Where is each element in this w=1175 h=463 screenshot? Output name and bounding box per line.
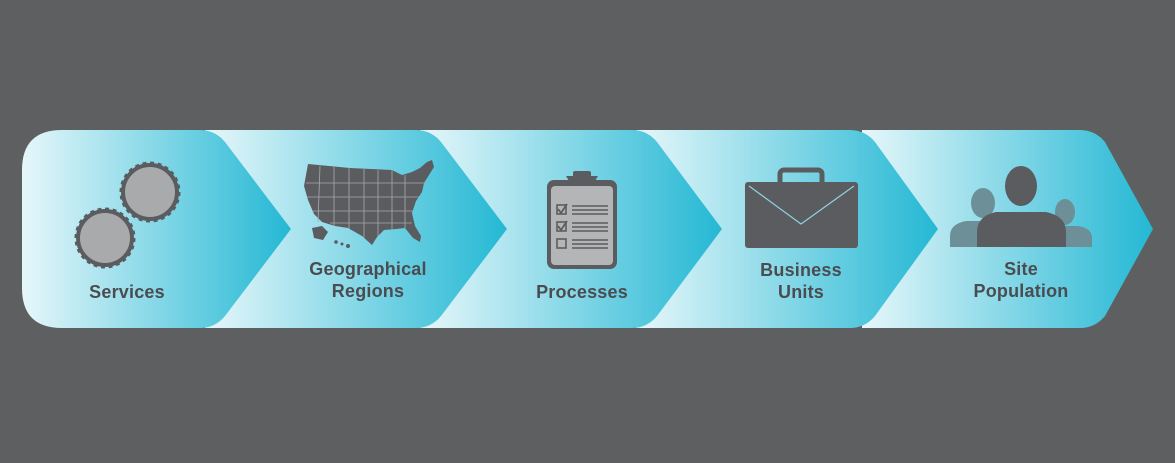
label-line: Geographical — [309, 259, 427, 279]
step-label-processes: Processes — [487, 281, 677, 303]
label-line: Business — [760, 260, 842, 280]
step-label-business-units: Business Units — [706, 259, 896, 303]
label-line: Population — [973, 281, 1069, 301]
step-label-services: Services — [32, 281, 222, 303]
step-label-geographical-regions: Geographical Regions — [273, 258, 463, 302]
clipboard-checklist-icon — [547, 171, 617, 269]
label-line: Processes — [536, 282, 628, 302]
gears-icon — [74, 161, 181, 269]
label-line: Site — [1004, 259, 1038, 279]
briefcase-icon — [745, 167, 858, 248]
people-icon — [950, 166, 1092, 247]
label-line: Regions — [331, 281, 405, 301]
us-map-icon — [304, 160, 434, 248]
chevron-services — [22, 130, 291, 328]
label-line: Units — [778, 282, 824, 302]
label-line: Services — [89, 282, 165, 302]
step-label-site-population: Site Population — [926, 258, 1116, 302]
